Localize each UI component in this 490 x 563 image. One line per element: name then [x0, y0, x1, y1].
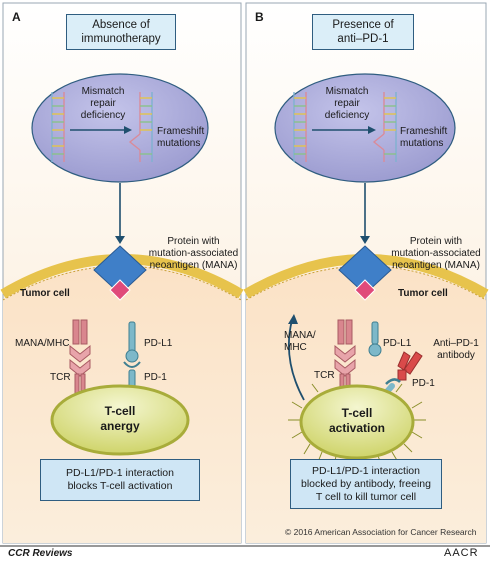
- panel-a-mismatch-line2: repair: [90, 98, 116, 109]
- panel-b-antibody-line1: Anti–PD-1: [433, 338, 479, 349]
- panel-b-mismatch-line1: Mismatch: [325, 86, 369, 97]
- panel-a-caption-line1: PD-L1/PD-1 interaction: [66, 467, 174, 479]
- panel-a-tcell: [50, 384, 190, 456]
- panel-b-mana-mhc-label: MANA/ MHC: [284, 330, 316, 354]
- panel-a-tcell-line1: T-cell: [104, 404, 136, 418]
- panel-a-mhc: [69, 319, 91, 401]
- panel-b-tcell: [299, 384, 415, 460]
- panel-b-antibody-line2: antibody: [437, 350, 475, 361]
- panel-a-frameshift-line2: mutations: [157, 138, 201, 149]
- panel-b-protein-line3: neoantigen (MANA): [392, 260, 480, 271]
- panel-a-tcell-label: T-cell anergy: [80, 404, 160, 434]
- panel-b-title-line1: Presence of: [332, 19, 394, 31]
- panel-a-tcr-label: TCR: [50, 372, 71, 383]
- panel-b-frameshift-label: Frameshift mutations: [400, 126, 447, 150]
- panel-a-protein-line2: mutation-associated: [148, 248, 239, 259]
- panel-a-dna-mutated: [128, 92, 153, 162]
- panel-b-tcell-line1: T-cell: [341, 406, 373, 420]
- panel-b-tcell-line2: activation: [328, 421, 385, 435]
- copyright: © 2016 American Association for Cancer R…: [285, 527, 477, 537]
- panel-b-curved-arrow: [287, 319, 305, 401]
- panel-b-frameshift-line1: Frameshift: [400, 126, 448, 137]
- panel-a-tcell-line2: anergy: [100, 419, 140, 433]
- panel-a-protein-line1: Protein with: [167, 236, 220, 247]
- panel-b-pd1-label: PD-1: [412, 378, 435, 389]
- panel-b-caption: PD-L1/PD-1 interaction blocked by antibo…: [290, 459, 442, 509]
- panel-b-dna-mutated: [372, 92, 397, 162]
- panel-a-tumor-cell-label: Tumor cell: [20, 288, 70, 299]
- panel-a-caption: PD-L1/PD-1 interaction blocks T-cell act…: [40, 459, 200, 501]
- panel-b-mana-line2: MHC: [284, 342, 307, 353]
- panel-b-caption-line3: T cell to kill tumor cell: [315, 490, 417, 503]
- panel-a-dna-normal: [51, 92, 65, 162]
- panel-a-letter: A: [12, 10, 21, 24]
- panel-a-caption-line2: blocks T-cell activation: [67, 480, 173, 492]
- panel-a-neoantigen: [109, 279, 131, 301]
- panel-b-protein-label: Protein with mutation-associated neoanti…: [388, 236, 484, 272]
- panel-b-tcr-label: TCR: [314, 370, 335, 381]
- panel-a-pd1-label: PD-1: [144, 372, 167, 383]
- panel-b-neoantigen: [354, 279, 376, 301]
- panel-a-mismatch-line1: Mismatch: [81, 86, 125, 97]
- panel-a-title: Absence of immunotherapy: [66, 14, 176, 50]
- footer-right-logo: AACR: [444, 547, 479, 559]
- panel-a-nucleus: [31, 73, 209, 183]
- panel-b-pdl1-label: PD-L1: [383, 338, 412, 349]
- panel-b-protein-line2: mutation-associated: [391, 248, 481, 259]
- footer-left-label: CCR Reviews: [8, 548, 73, 559]
- panel-b-mana-line1: MANA/: [284, 330, 316, 341]
- panel-b-mismatch-line3: deficiency: [324, 110, 370, 121]
- panel-b-mismatch-label: Mismatch repair deficiency: [312, 86, 382, 122]
- panel-b-antibody-label: Anti–PD-1 antibody: [426, 338, 486, 362]
- panel-a-pdl1-label: PD-L1: [144, 338, 173, 349]
- panel-b-caption-line1: PD-L1/PD-1 interaction: [312, 464, 420, 477]
- panel-a-mismatch-label: Mismatch repair deficiency: [68, 86, 138, 122]
- panel-b-letter: B: [255, 10, 264, 24]
- panel-a-protein-label: Protein with mutation-associated neoanti…: [146, 236, 241, 272]
- panel-b-title-line2: anti–PD-1: [337, 33, 389, 45]
- panel-a-title-line2: immunotherapy: [81, 33, 161, 45]
- panel-b-nucleus: [274, 73, 456, 183]
- panel-a-title-line1: Absence of: [92, 19, 150, 31]
- panel-b-title: Presence of anti–PD-1: [312, 14, 414, 50]
- panel-b-dna-normal: [293, 92, 307, 162]
- panel-b-tumor-cell-label: Tumor cell: [398, 288, 448, 299]
- panel-a-protein-line3: neoantigen (MANA): [149, 260, 238, 271]
- panel-a-frameshift-line1: Frameshift: [157, 126, 205, 137]
- panel-b-frameshift-line2: mutations: [400, 138, 444, 149]
- panel-b-tcell-label: T-cell activation: [317, 406, 397, 436]
- panel-b-protein-line1: Protein with: [409, 236, 463, 247]
- panel-a-frameshift-label: Frameshift mutations: [157, 126, 204, 150]
- panel-b-pdl1: [368, 321, 382, 357]
- panel-a-mana-mhc-label: MANA/MHC: [15, 338, 70, 349]
- panel-b-mismatch-line2: repair: [334, 98, 360, 109]
- panel-a-mismatch-line3: deficiency: [80, 110, 126, 121]
- panel-b-antibody: [397, 351, 423, 381]
- panel-b-caption-line2: blocked by antibody, freeing: [301, 477, 431, 490]
